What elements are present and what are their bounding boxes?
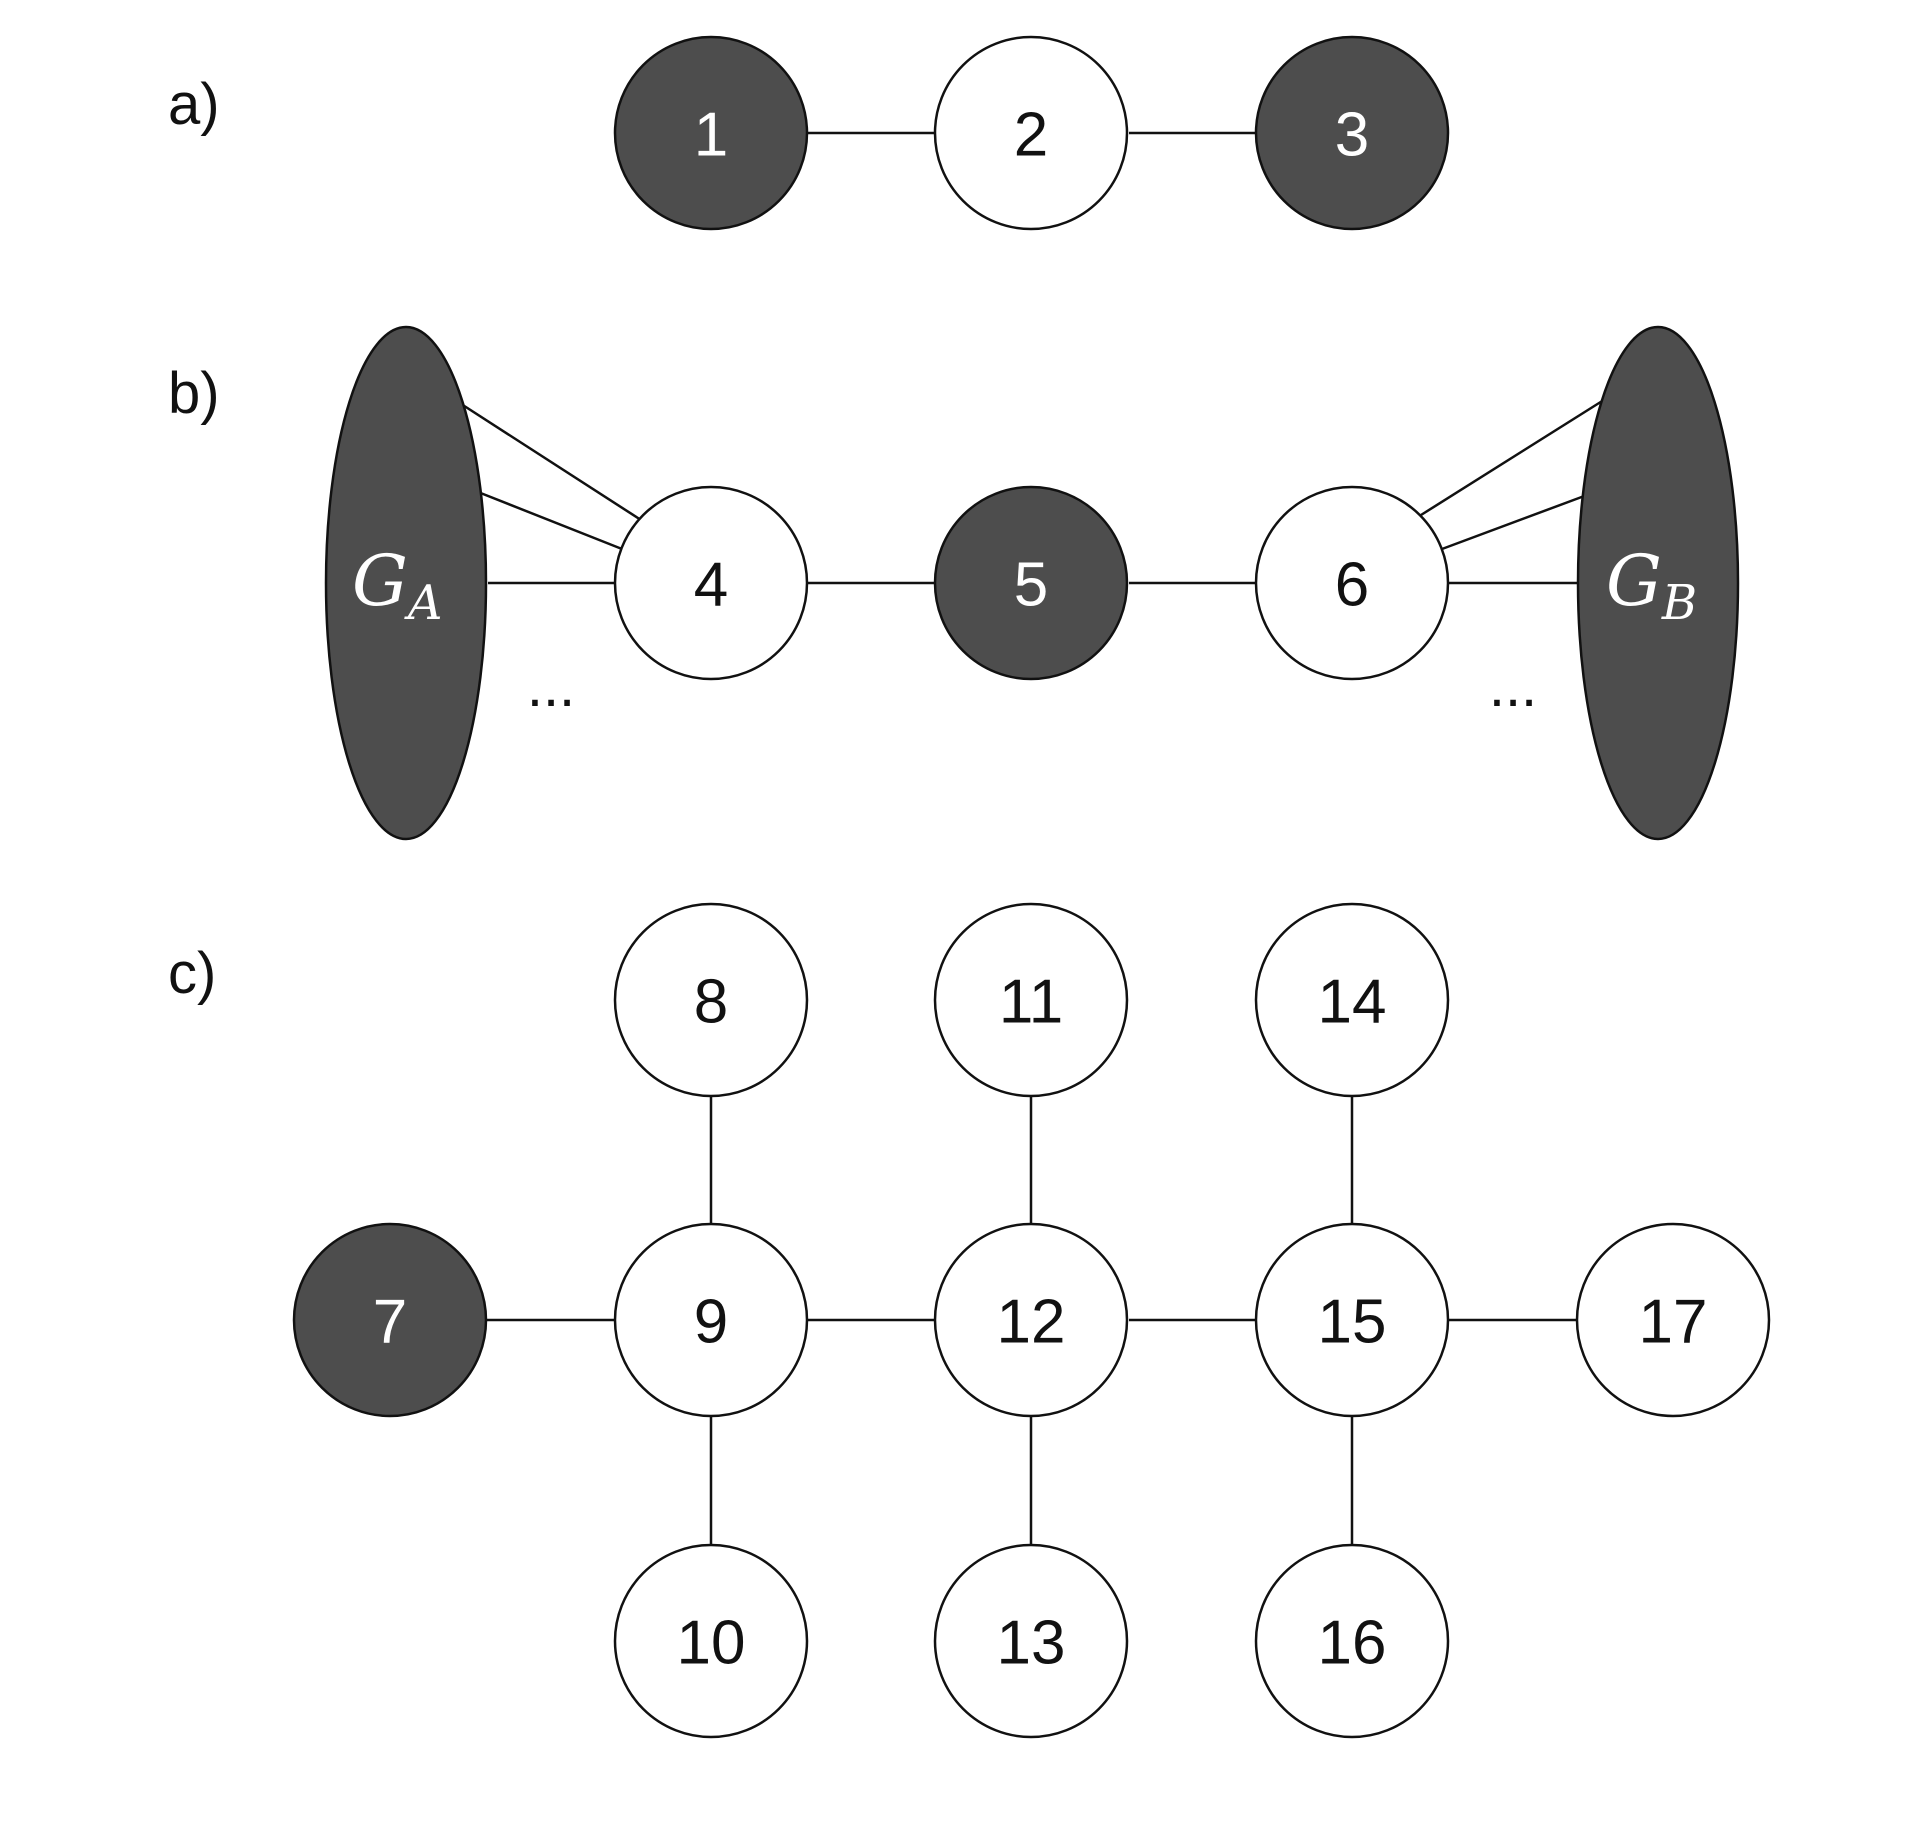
node-15-label: 15 [1318, 1288, 1387, 1357]
node-13: 13 [933, 1543, 1129, 1739]
node-14: 14 [1254, 902, 1450, 1098]
node-17: 17 [1575, 1222, 1771, 1418]
node-5: 5 [933, 485, 1129, 681]
node-10-label: 10 [677, 1609, 746, 1678]
group-gb-label: GB [1606, 540, 1697, 631]
node-3: 3 [1254, 35, 1450, 231]
node-4: 4 [613, 485, 809, 681]
node-8-label: 8 [694, 968, 728, 1037]
node-14-label: 14 [1318, 968, 1387, 1037]
panel-c-edges [486, 1096, 1577, 1545]
node-16-label: 16 [1318, 1609, 1387, 1678]
node-6: 6 [1254, 485, 1450, 681]
ellipsis-left: ... [527, 654, 575, 719]
node-7: 7 [292, 1222, 488, 1418]
node-8: 8 [613, 902, 809, 1098]
panel-label-a: a) [168, 72, 220, 137]
node-11-label: 11 [999, 968, 1063, 1037]
node-7-label: 7 [373, 1288, 407, 1357]
node-1-label: 1 [694, 101, 728, 170]
group-gb: GB [1576, 325, 1740, 841]
panel-label-c: c) [168, 941, 216, 1006]
node-12-label: 12 [997, 1288, 1066, 1357]
edge-ga-4-b [477, 490, 623, 551]
group-ga-label: GA [352, 540, 443, 631]
node-2: 2 [933, 35, 1129, 231]
node-5-label: 5 [1014, 551, 1048, 620]
node-4-label: 4 [694, 551, 728, 620]
ellipsis-right: ... [1489, 654, 1537, 719]
node-9: 9 [613, 1222, 809, 1418]
node-10: 10 [613, 1543, 809, 1739]
node-3-label: 3 [1335, 101, 1369, 170]
panel-b-edges [454, 396, 1608, 585]
node-16: 16 [1254, 1543, 1450, 1739]
node-2-label: 2 [1014, 101, 1048, 170]
node-15: 15 [1254, 1222, 1450, 1418]
node-17-label: 17 [1639, 1288, 1708, 1357]
edge-ga-4-a [454, 398, 642, 522]
node-9-label: 9 [694, 1288, 728, 1357]
node-12: 12 [933, 1222, 1129, 1418]
node-6-label: 6 [1335, 551, 1369, 620]
node-13-label: 13 [997, 1609, 1066, 1678]
group-ga: GA [324, 325, 488, 841]
edge-6-gb-b [1441, 493, 1588, 551]
node-1: 1 [613, 35, 809, 231]
edge-6-gb-a [1420, 396, 1608, 517]
node-11: 11 [933, 902, 1129, 1098]
panel-label-b: b) [168, 361, 220, 426]
